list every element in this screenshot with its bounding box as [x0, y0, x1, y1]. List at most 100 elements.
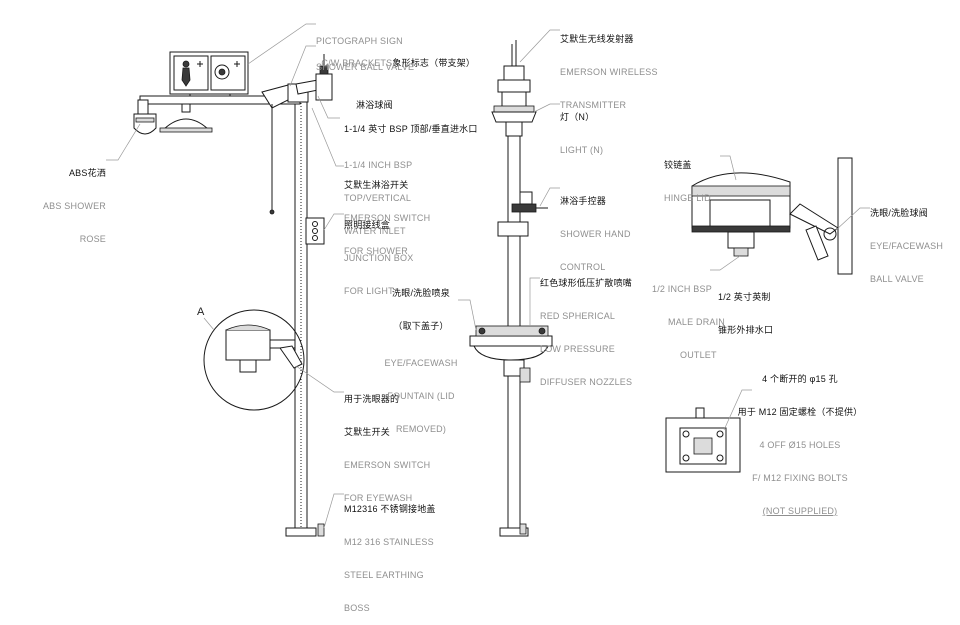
- label-top-inlet-zh: 1-1/4 英寸 BSP 顶部/垂直进水口: [344, 124, 478, 134]
- abs-shower-rose: [159, 103, 213, 133]
- label-emerson-switch-shower-en2: FOR SHOWER: [344, 246, 408, 256]
- label-fountain-zh1: 洗眼/洗脸喷泉: [392, 288, 450, 298]
- label-abs-shower-zh: ABS花洒: [68, 168, 106, 178]
- technical-drawing: .ln { stroke: #1a1a1a; stroke-width: 1; …: [106, 23, 870, 537]
- label-hand-control: 淋浴手控器 SHOWER HAND CONTROL: [560, 174, 631, 284]
- label-diffuser-en3: DIFFUSER NOZZLES: [540, 377, 633, 387]
- side-light: [133, 99, 157, 135]
- label-eyewash-valve: 洗眼/洗脸球阀 EYE/FACEWASH BALL VALVE: [870, 186, 943, 296]
- label-earthing-boss-en1: M12 316 STAINLESS: [344, 537, 434, 547]
- label-hand-control-en2: CONTROL: [560, 262, 606, 272]
- label-fountain-zh2: （取下盖子）: [393, 321, 449, 331]
- label-transmitter-en1: EMERSON WIRELESS: [560, 67, 658, 77]
- label-abs-shower-en2: ROSE: [79, 234, 106, 244]
- label-emerson-switch-shower-zh: 艾默生淋浴开关: [344, 180, 409, 190]
- label-holes: 4 个断开的 φ15 孔 用于 M12 固定螺栓（不提供） 4 OFF Ø15 …: [720, 352, 880, 528]
- emerson-wireless-transmitter: [503, 40, 525, 81]
- label-emerson-switch-eyewash-en2: FOR EYEWASH: [344, 493, 413, 503]
- label-shower-ball-valve: SHOWER BALL VALVE 淋浴球阀: [316, 40, 414, 122]
- side-base: [285, 527, 317, 537]
- label-shower-ball-valve-en: SHOWER BALL VALVE: [316, 62, 415, 72]
- label-transmitter: 艾默生无线发射器 EMERSON WIRELESS TRANSMITTER: [560, 12, 658, 122]
- label-diffuser-en1: RED SPHERICAL: [540, 311, 616, 321]
- label-fountain-en3: REMOVED): [395, 424, 447, 434]
- label-emerson-switch-eyewash-zh2: 艾默生开关: [344, 427, 391, 437]
- front-shower-head: [491, 79, 537, 137]
- label-diffuser-en2: LOW PRESSURE: [540, 344, 615, 354]
- earthing-boss: [317, 523, 325, 537]
- label-emerson-switch-shower-en1: EMERSON SWITCH: [344, 213, 431, 223]
- label-earthing-boss-zh: M12316 不锈钢接地盖: [344, 504, 436, 514]
- label-emerson-switch-shower: 艾默生淋浴开关 EMERSON SWITCH FOR SHOWER: [344, 158, 430, 268]
- label-fountain-en2: FOUNTAIN (LID: [387, 391, 455, 401]
- hinge-lid: [691, 185, 791, 197]
- label-light-en: LIGHT (N): [560, 145, 604, 155]
- label-top-inlet: 1-1/4 英寸 BSP 顶部/垂直进水口 1-1/4 INCH BSP TOP…: [344, 102, 478, 248]
- label-holes-zh1: 4 个断开的 φ15 孔: [762, 374, 838, 384]
- label-light: 灯（N） LIGHT (N): [560, 90, 603, 167]
- front-junction-box: [497, 221, 529, 237]
- label-abs-shower-en1: ABS SHOWER: [42, 201, 106, 211]
- junction-box: [305, 217, 325, 245]
- label-pictograph-row2: C/W BRACKETS象形标志（带支架）: [321, 58, 475, 68]
- label-eyewash-valve-zh: 洗眼/洗脸球阀: [870, 208, 928, 218]
- shower-hand-control: [511, 191, 548, 213]
- label-drain-zh2: 锥形外排水口: [718, 325, 774, 335]
- label-abs-shower: ABS花洒 ABS SHOWER ROSE: [20, 146, 106, 256]
- label-holes-en3: (NOT SUPPLIED): [762, 506, 838, 516]
- detail-circle-a: [203, 309, 305, 411]
- label-drain-en2: MALE DRAIN: [668, 317, 726, 327]
- label-hand-control-en1: SHOWER HAND: [560, 229, 631, 239]
- label-eyewash-valve-en1: EYE/FACEWASH: [870, 241, 944, 251]
- label-transmitter-en2: TRANSMITTER: [560, 100, 627, 110]
- label-fountain: 洗眼/洗脸喷泉 （取下盖子） EYE/FACEWASH FOUNTAIN (LI…: [378, 266, 464, 446]
- side-pole: [294, 99, 308, 537]
- label-pictograph-zh: 象形标志（带支架）: [392, 58, 476, 68]
- drain-outlet: [733, 247, 749, 257]
- side-eyewash: [225, 324, 303, 373]
- pictograph-sign: [169, 51, 249, 104]
- label-drain-en1: 1/2 INCH BSP: [652, 284, 712, 294]
- label-drain-en: 1/2 INCH BSP MALE DRAIN OUTLET: [652, 262, 725, 372]
- label-emerson-switch-eyewash-zh1: 用于洗眼器的: [344, 394, 400, 404]
- side-view: [133, 51, 333, 537]
- label-junction-box-en1: JUNCTION BOX: [344, 253, 414, 263]
- label-emerson-switch-eyewash: 用于洗眼器的 艾默生开关 EMERSON SWITCH FOR EYEWASH: [344, 372, 430, 515]
- label-drain-zh: 1/2 英寸英制 锥形外排水口: [718, 270, 773, 347]
- label-drain-en3: OUTLET: [680, 350, 717, 360]
- label-holes-en1: 4 OFF Ø15 HOLES: [759, 440, 841, 450]
- eyewash-detail-view: [691, 157, 853, 275]
- front-base: [499, 527, 529, 537]
- label-diffuser: 红色球形低压扩散喷嘴 RED SPHERICAL LOW PRESSURE DI…: [540, 256, 632, 399]
- front-eyewash-bowl: [469, 325, 553, 383]
- label-top-inlet-en2: TOP/VERTICAL: [344, 193, 412, 203]
- label-transmitter-zh: 艾默生无线发射器: [560, 34, 634, 44]
- leader-lines: [106, 23, 870, 529]
- label-junction-box: 照明接线盒 JUNCTION BOX FOR LIGHT: [344, 198, 413, 308]
- label-shower-ball-valve-zh: 淋浴球阀: [356, 100, 393, 110]
- label-holes-en2: F/ M12 FIXING BOLTS: [752, 473, 848, 483]
- label-fountain-en1: EYE/FACEWASH: [384, 358, 458, 368]
- label-junction-box-zh: 照明接线盒: [344, 220, 391, 230]
- label-pictograph-en1: PICTOGRAPH SIGN: [316, 36, 403, 46]
- base-plate: [665, 407, 741, 473]
- label-top-inlet-en3: WATER INLET: [344, 226, 406, 236]
- label-diffuser-zh: 红色球形低压扩散喷嘴: [540, 278, 633, 288]
- label-light-zh: 灯（N）: [560, 112, 595, 122]
- label-holes-zh2: 用于 M12 固定螺栓（不提供）: [737, 407, 863, 417]
- label-earthing-boss-en3: BOSS: [344, 603, 370, 613]
- label-pictograph: PICTOGRAPH SIGN C/W BRACKETS象形标志（带支架）: [316, 14, 475, 69]
- label-hinge-lid-en: HINGE LID: [664, 193, 711, 203]
- label-earthing-boss-en2: STEEL EARTHING: [344, 570, 424, 580]
- label-pictograph-en2: C/W BRACKETS: [321, 58, 393, 68]
- label-drain-zh1: 1/2 英寸英制: [718, 292, 771, 302]
- front-view: [469, 40, 553, 537]
- label-earthing-boss: M12316 不锈钢接地盖 M12 316 STAINLESS STEEL EA…: [344, 482, 436, 625]
- emerson-wireless-transmitter-side: [315, 54, 333, 101]
- wall-bracket: [837, 157, 853, 275]
- label-hinge-lid-zh: 铰链盖: [664, 160, 692, 170]
- label-junction-box-en2: FOR LIGHT: [344, 286, 394, 296]
- label-eyewash-valve-en2: BALL VALVE: [870, 274, 924, 284]
- label-top-inlet-en1: 1-1/4 INCH BSP: [344, 160, 413, 170]
- detail-marker-a: A: [197, 306, 205, 318]
